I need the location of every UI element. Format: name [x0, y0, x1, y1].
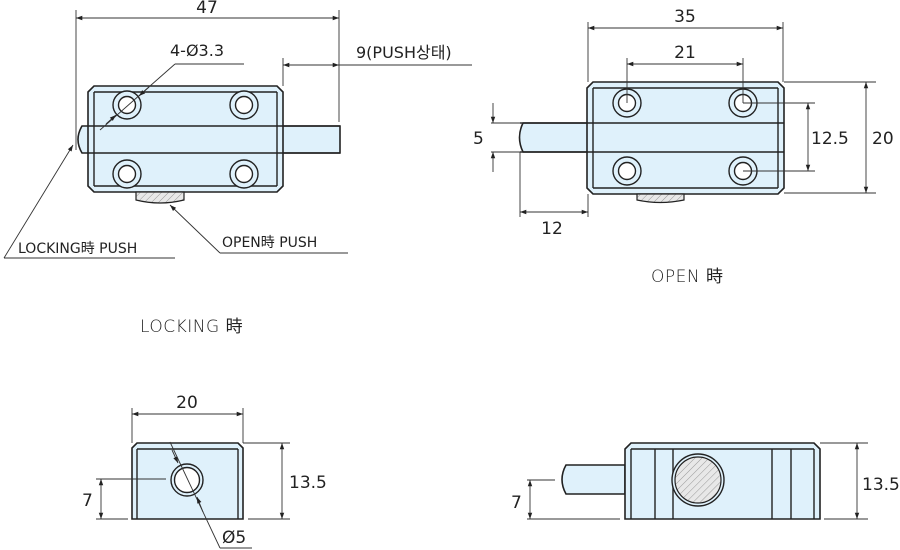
dim-hole-dia: Ø5 — [222, 528, 246, 548]
mount-hole — [229, 159, 259, 189]
dim-bolt-center: 7 — [511, 493, 522, 513]
caption-open: OPEN 時 — [651, 267, 724, 287]
dim-height: 13.5 — [862, 475, 900, 495]
side-view-right: 13.5 7 — [511, 442, 900, 520]
dim-height: 20 — [872, 129, 894, 149]
bolt-hole — [170, 463, 204, 497]
locking-view: 47 9(PUSH상태) 4-Ø3.3 LOCKING時 PUSH OPEN時 … — [3, 0, 472, 337]
side-view-left: 20 13.5 7 Ø5 — [82, 393, 327, 549]
callout-locking-push: LOCKING時 PUSH — [18, 241, 137, 257]
caption-locking: LOCKING 時 — [140, 317, 243, 337]
push-button — [135, 191, 185, 204]
push-button — [636, 193, 685, 204]
bolt — [561, 464, 626, 495]
mount-hole — [112, 159, 142, 189]
callout-open-push: OPEN時 PUSH — [222, 235, 317, 251]
mount-hole — [612, 156, 642, 186]
bolt — [518, 122, 591, 153]
dim-width: 20 — [176, 393, 198, 413]
dim-width: 35 — [674, 7, 696, 27]
dim-height: 13.5 — [289, 473, 327, 493]
mount-hole — [229, 90, 259, 120]
open-view: 35 21 5 12.5 20 12 OPEN 時 — [473, 7, 894, 287]
dim-bolt-center: 7 — [82, 491, 93, 511]
dim-hole-pitch-x: 21 — [674, 43, 696, 63]
push-button-section — [671, 453, 725, 507]
dim-hole-pitch-y: 12.5 — [811, 129, 849, 149]
dim-bolt-protrusion: 12 — [541, 219, 563, 239]
dim-width: 47 — [196, 0, 218, 18]
dim-bolt-dia: 5 — [473, 129, 484, 149]
dim-holes: 4-Ø3.3 — [170, 41, 224, 60]
dim-push-travel: 9(PUSH상태) — [356, 43, 452, 62]
